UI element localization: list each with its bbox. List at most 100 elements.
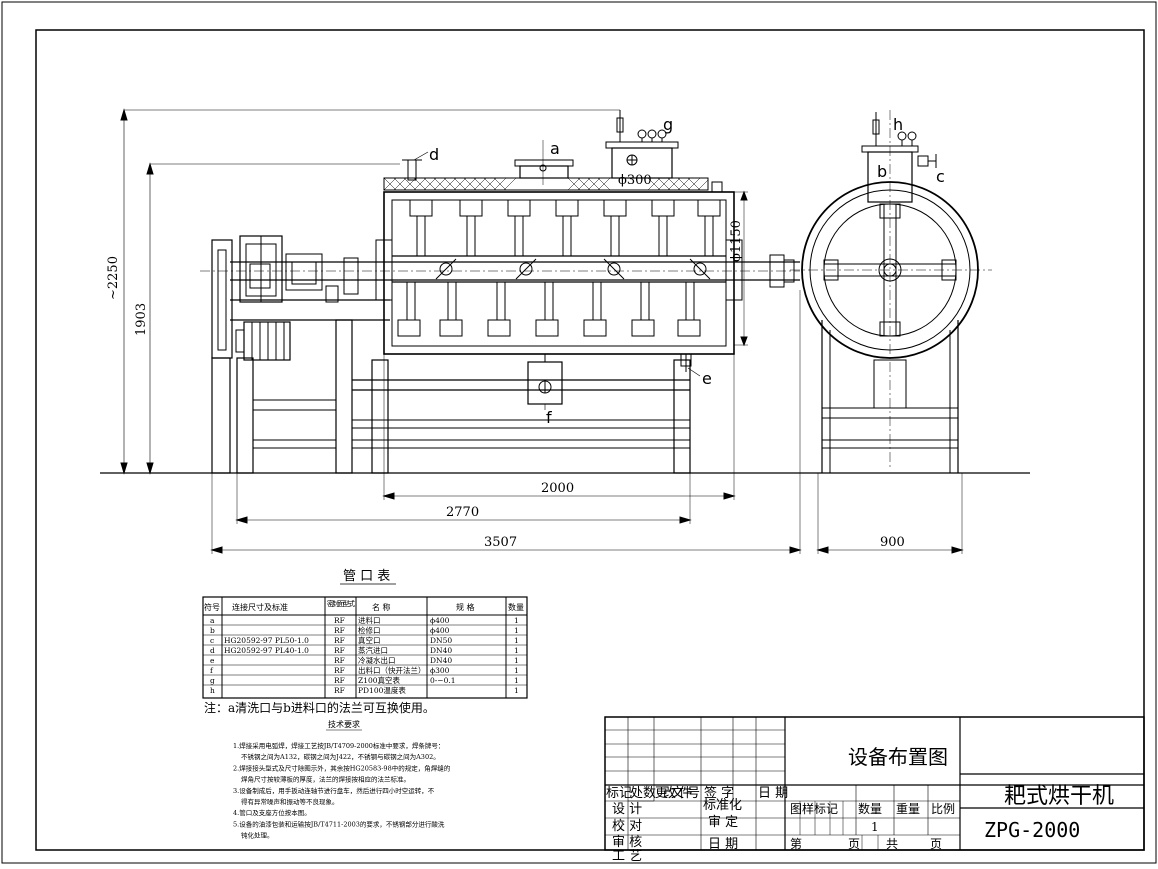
label-quantity: 数量: [858, 801, 882, 816]
tech-line: 得有异常噪声和振动等不良现象。: [241, 797, 339, 806]
tech-requirements: 技术要求 1.焊接采用电弧焊，焊接工艺按JB/T4709-2000标准中要求，焊…: [233, 719, 451, 840]
front-view: [100, 108, 1030, 554]
quantity-value: 1: [871, 820, 879, 834]
drawing-name: 设备布置图: [848, 745, 948, 769]
nozzle-cell-spec: ϕ300: [430, 666, 450, 675]
nozzle-cell-qty: 1: [514, 646, 519, 655]
nozzle-table-title: 管 口 表: [343, 569, 390, 584]
tech-line: 4.管口及支座方位按本图。: [233, 808, 311, 817]
port-label-f: f: [546, 408, 552, 427]
sheet-label-no: 第: [790, 837, 802, 851]
nozzle-cell-spec: DN40: [430, 656, 452, 665]
nozzle-cell-name: 蒸汽进口: [358, 645, 388, 655]
nozzle-cell-symbol: h: [210, 686, 215, 695]
product-name: 耙式烘干机: [1004, 784, 1114, 809]
th-name: 名 称: [372, 602, 391, 612]
nozzle-cell-symbol: g: [210, 676, 215, 685]
nozzle-cell-spec: 0-−0.1: [430, 676, 456, 685]
nozzle-cell-symbol: f: [210, 666, 214, 675]
tech-line: 2.焊接接头型式及尺寸除图示外，其余按HG20583-98中的规定，角焊缝的: [233, 763, 451, 772]
nozzle-cell-seal: RF: [334, 676, 345, 685]
nozzle-cell-qty: 1: [514, 626, 519, 635]
nozzle-cell-standard: HG20592-97 PL50-1.0: [224, 636, 309, 645]
nozzle-cell-seal: RF: [334, 666, 345, 675]
nozzle-cell-qty: 1: [514, 636, 519, 645]
sheet-label-page1: 页: [848, 837, 860, 851]
note-text: 注：a清洗口与b进料口的法兰可互换使用。: [204, 700, 435, 715]
tech-line: 1.焊接采用电弧焊，焊接工艺按JB/T4709-2000标准中要求，焊条牌号：: [233, 741, 444, 750]
nozzle-cell-symbol: d: [210, 646, 215, 655]
dim-width-side: 900: [880, 535, 905, 550]
th-qty: 数量: [508, 602, 524, 612]
nozzle-cell-spec: DN50: [430, 636, 452, 645]
side-view: [790, 110, 992, 554]
port-labels: a b c d e f g h: [429, 115, 945, 427]
rev-date: 日 期: [758, 786, 788, 801]
nozzle-cell-spec: ϕ400: [430, 616, 450, 625]
label-check: 校 对: [612, 818, 642, 834]
dim-width-frame: 2770: [446, 505, 479, 520]
nozzle-cell-name: 进料口: [358, 615, 381, 625]
rev-doc: 更改文件号: [655, 786, 700, 801]
th-standard: 连接尺寸及标准: [232, 602, 288, 612]
nozzle-cell-symbol: c: [210, 636, 214, 645]
nozzle-cell-seal: RF: [334, 686, 345, 695]
label-process: 工 艺: [612, 849, 642, 864]
dimension-labels: ~2250 1903 ϕ1150 2000 2770 3507 900 ϕ300: [106, 173, 905, 550]
nozzle-cell-spec: ϕ400: [430, 626, 450, 635]
label-review: 审 核: [612, 835, 642, 850]
nozzle-cell-seal: RF: [334, 626, 345, 635]
nozzle-cell-symbol: b: [210, 626, 215, 635]
nozzle-cell-qty: 1: [514, 676, 519, 685]
port-label-b: b: [877, 162, 887, 181]
nozzle-cell-standard: HG20592-97 PL40-1.0: [224, 646, 309, 655]
rev-count: 处数: [630, 786, 656, 801]
nozzle-cell-qty: 1: [514, 656, 519, 665]
tech-line: 5.设备的油漆包装和运输按JB/T4711-2003的要求，不锈钢部分进行酸洗: [233, 819, 445, 828]
port-label-d: d: [429, 145, 439, 164]
th-spec: 规 格: [456, 602, 475, 612]
tech-title: 技术要求: [328, 719, 360, 729]
nozzle-cell-qty: 1: [514, 616, 519, 625]
sheet-label-total: 共: [886, 837, 898, 851]
nozzle-cell-name: 出料口（快开法兰）: [358, 665, 426, 675]
nozzle-cell-name: 检修口: [358, 625, 381, 635]
tech-line: 不锈钢之间为A132，碳钢之间为J422，不锈钢与碳钢之间为A302。: [241, 752, 440, 761]
th-symbol: 符号: [204, 602, 220, 612]
th-seal: 密封面型 式: [327, 599, 355, 608]
nozzle-cell-name: Z100真空表: [358, 675, 401, 685]
rev-sign: 签 字: [704, 785, 734, 801]
label-scale: 比例: [931, 802, 955, 816]
title-block: 设备布置图 耙式烘干机 ZPG-2000 标记 处数 更改文件号 签 字 日 期…: [604, 716, 1145, 864]
label-sample-mark: 图样标记: [790, 801, 838, 816]
label-standard: 标准化: [703, 798, 742, 813]
dim-port-dia: ϕ300: [618, 173, 652, 188]
nozzle-cell-spec: DN40: [430, 646, 452, 655]
nozzle-cell-name: 真空口: [358, 635, 381, 645]
nozzle-cell-qty: 1: [514, 686, 519, 695]
nozzle-cell-name: PD100温度表: [358, 685, 406, 695]
dim-height-axis: 1903: [134, 303, 149, 336]
tech-line: 3.设备制成后，用手扳动连轴节进行盘车，然后进行四小时空运转，不: [233, 786, 435, 795]
nozzle-cell-seal: RF: [334, 636, 345, 645]
dim-length-total: 3507: [484, 535, 517, 550]
nozzle-cell-symbol: e: [210, 656, 215, 665]
nozzle-cell-symbol: a: [210, 616, 215, 625]
inner-frame: [35, 29, 1145, 851]
label-design: 设 计: [612, 802, 642, 817]
nozzle-cell-seal: RF: [334, 656, 345, 665]
label-date: 日 期: [708, 837, 738, 852]
tech-lines: 1.焊接采用电弧焊，焊接工艺按JB/T4709-2000标准中要求，焊条牌号： 不…: [233, 741, 451, 840]
nozzle-cell-seal: RF: [334, 616, 345, 625]
label-approve: 审 定: [708, 815, 738, 830]
model-number: ZPG-2000: [984, 818, 1080, 842]
dim-height-total: ~2250: [106, 256, 121, 300]
rev-mark: 标记: [606, 786, 632, 801]
port-label-h: h: [893, 115, 903, 134]
tech-line: 焊角尺寸按较薄板的厚度，法兰的焊接按相应的法兰标准。: [241, 775, 410, 784]
